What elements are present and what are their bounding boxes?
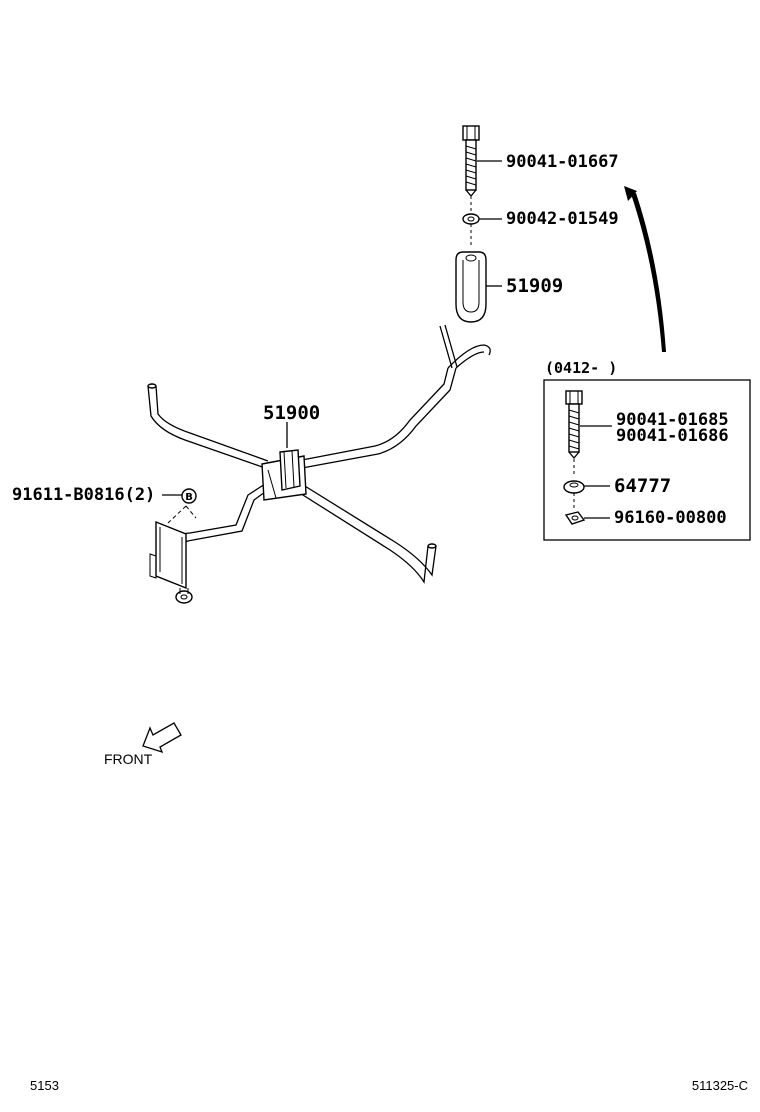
washer-top-part-number: 90042-01549 [506, 209, 619, 229]
front-label: FRONT [104, 751, 153, 767]
footer-left-code: 5153 [30, 1078, 59, 1093]
bolt-inset-1-part-number: 90041-01685 [616, 410, 729, 430]
mounting-bracket-icon [149, 520, 193, 604]
u-bracket-icon [455, 251, 487, 323]
inset-panel: (0412- ) 90041-01685 90041-01686 64777 [543, 359, 751, 541]
bolt-top-part-number: 90041-01667 [506, 152, 619, 172]
bolt-inset-icon [565, 390, 583, 460]
collar-part-number: 64777 [614, 475, 671, 497]
footer-right-code: 511325-C [692, 1078, 748, 1093]
bolt-top-icon [462, 125, 480, 198]
bolt-b-part-number: 91611-B0816(2) [12, 485, 155, 505]
front-arrow-icon [142, 722, 182, 754]
bolt-inset-2-part-number: 90041-01686 [616, 426, 729, 446]
reference-b-letter: B [185, 492, 193, 503]
reference-arrow-icon [624, 186, 666, 352]
reference-b-icon: B [181, 488, 197, 504]
washer-top-icon [462, 213, 480, 225]
collar-icon [563, 480, 585, 494]
spare-tire-carrier-icon [147, 324, 491, 584]
clip-part-number: 96160-00800 [614, 508, 727, 528]
inset-range-label: (0412- ) [545, 359, 617, 377]
carrier-part-number: 51900 [263, 402, 320, 424]
u-bracket-part-number: 51909 [506, 275, 563, 297]
clip-nut-icon [564, 511, 586, 525]
